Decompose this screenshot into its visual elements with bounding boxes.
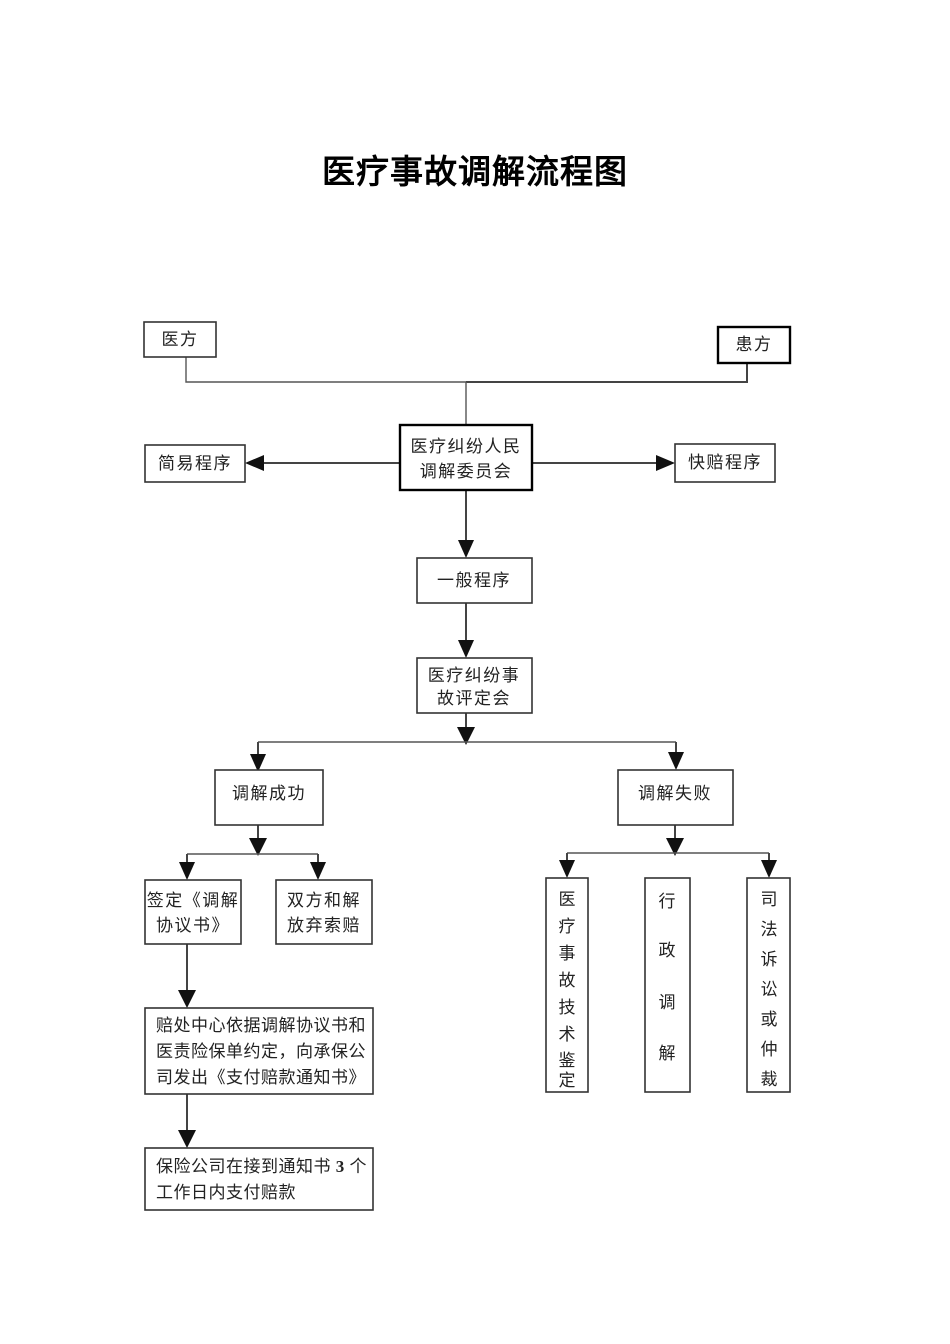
node-patient-party[interactable]: 患方 [716, 325, 792, 365]
node-claim-center-notice-line2: 医责险保单约定，向承保公 [156, 1042, 366, 1061]
page-title: 医疗事故调解流程图 [322, 153, 628, 190]
connector-committee-to-fastclaim [532, 455, 675, 471]
node-litigation-arbitration-char-5: 仲 [761, 1040, 778, 1059]
node-fast-claim-procedure[interactable]: 快赔程序 [674, 443, 776, 483]
node-insurer-payment-line2: 工作日内支付赔款 [156, 1183, 296, 1202]
node-litigation-arbitration[interactable]: 司 法 诉 讼 或 仲 裁 [746, 877, 791, 1093]
node-mediation-committee-line2: 调解委员会 [420, 462, 513, 481]
node-technical-appraisal-char-4: 技 [559, 998, 576, 1017]
node-technical-appraisal-char-5: 术 [559, 1025, 576, 1044]
node-administrative-mediation[interactable]: 行 政 调 解 [644, 877, 691, 1093]
node-claim-center-notice[interactable]: 赔处中心依据调解协议书和 医责险保单约定，向承保公 司发出《支付赔款通知书》 [144, 1007, 374, 1095]
node-technical-appraisal[interactable]: 医 疗 事 故 技 术 鉴 定 [545, 877, 589, 1093]
node-technical-appraisal-char-6: 鉴 [559, 1051, 576, 1070]
node-technical-appraisal-char-0: 医 [559, 890, 576, 909]
node-mutual-settlement[interactable]: 双方和解 放弃索赔 [275, 879, 373, 945]
node-mediation-success[interactable]: 调解成功 [214, 769, 324, 826]
node-litigation-arbitration-char-6: 裁 [761, 1070, 778, 1089]
node-technical-appraisal-char-1: 疗 [559, 917, 576, 936]
node-insurer-payment-days: 3 [336, 1157, 345, 1176]
node-litigation-arbitration-char-4: 或 [761, 1010, 778, 1029]
node-litigation-arbitration-char-2: 诉 [761, 950, 778, 969]
node-administrative-mediation-char-2: 调 [659, 993, 676, 1012]
node-medical-party-label: 医方 [162, 330, 199, 349]
node-technical-appraisal-char-7: 定 [559, 1071, 576, 1090]
node-sign-agreement[interactable]: 签定《调解 协议书》 [144, 879, 242, 945]
node-technical-appraisal-char-2: 事 [559, 944, 576, 963]
node-administrative-mediation-char-1: 政 [659, 941, 676, 960]
node-general-procedure[interactable]: 一般程序 [416, 557, 533, 604]
node-patient-party-label: 患方 [736, 335, 773, 354]
node-mutual-settlement-line1: 双方和解 [287, 891, 361, 910]
node-technical-appraisal-char-3: 故 [559, 971, 576, 990]
node-mutual-settlement-line2: 放弃索赔 [287, 916, 361, 935]
connector-success-split [179, 824, 326, 880]
node-claim-center-notice-line1: 赔处中心依据调解协议书和 [156, 1016, 366, 1035]
node-litigation-arbitration-char-3: 讼 [761, 980, 778, 999]
node-assessment-meeting-line2: 故评定会 [437, 689, 511, 708]
node-simple-procedure[interactable]: 简易程序 [144, 444, 246, 483]
node-administrative-mediation-char-3: 解 [659, 1044, 676, 1063]
node-medical-party[interactable]: 医方 [143, 321, 217, 358]
node-simple-procedure-label: 简易程序 [158, 454, 232, 473]
node-mediation-failure-label: 调解失败 [638, 784, 712, 803]
connector-patient-to-committee [466, 363, 748, 383]
node-sign-agreement-line1: 签定《调解 [147, 891, 240, 910]
node-litigation-arbitration-char-0: 司 [761, 890, 778, 909]
connector-committee-to-general [458, 490, 474, 558]
node-mediation-committee[interactable]: 医疗纠纷人民 调解委员会 [398, 423, 534, 492]
connector-agreement-to-claimcenter [178, 944, 196, 1008]
node-fast-claim-procedure-label: 快赔程序 [688, 453, 762, 472]
connector-claimcenter-to-insurer [178, 1094, 196, 1148]
node-insurer-payment[interactable]: 保险公司在接到通知书 3 个 工作日内支付赔款 [144, 1147, 374, 1211]
node-mediation-failure[interactable]: 调解失败 [617, 769, 734, 826]
connector-committee-to-simple [245, 455, 400, 471]
node-mediation-committee-line1: 医疗纠纷人民 [411, 437, 522, 456]
node-insurer-payment-line1-c: 个 [345, 1157, 367, 1176]
node-assessment-meeting[interactable]: 医疗纠纷事 故评定会 [416, 657, 533, 714]
node-claim-center-notice-line3: 司发出《支付赔款通知书》 [156, 1068, 366, 1087]
svg-text:保险公司在接到通知书 3 个: 保险公司在接到通知书 3 个 [156, 1157, 367, 1176]
connector-failure-split [559, 825, 777, 878]
node-insurer-payment-line1-a: 保险公司在接到通知书 [156, 1157, 336, 1176]
node-assessment-meeting-line1: 医疗纠纷事 [428, 666, 521, 685]
connector-assessment-split [250, 713, 684, 772]
connector-general-to-assessment [458, 603, 474, 658]
node-sign-agreement-line2: 协议书》 [156, 916, 230, 935]
node-administrative-mediation-char-0: 行 [659, 892, 676, 911]
node-general-procedure-label: 一般程序 [437, 571, 511, 590]
node-litigation-arbitration-char-1: 法 [761, 920, 778, 939]
connector-medical-to-committee [185, 356, 466, 383]
node-mediation-success-label: 调解成功 [232, 784, 306, 803]
